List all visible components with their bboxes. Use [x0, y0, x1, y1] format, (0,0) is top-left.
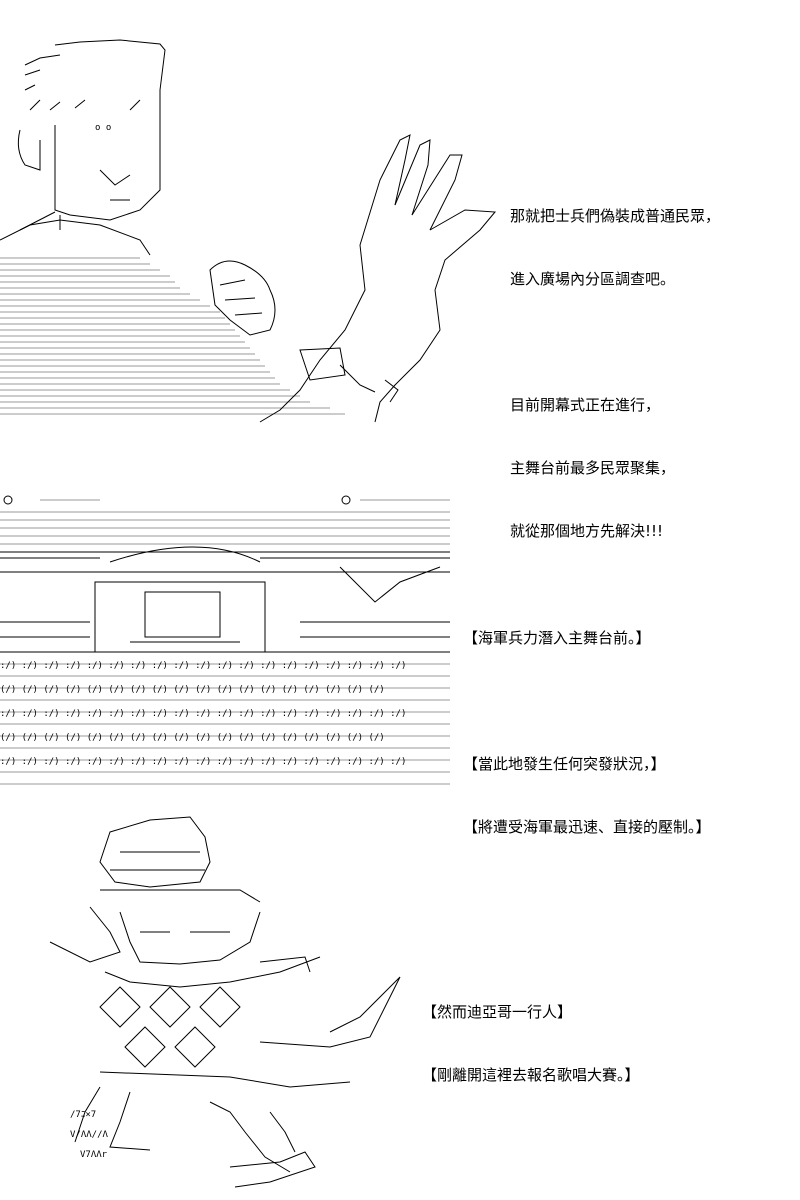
body-diamond-2: [149, 986, 191, 1028]
narration-box: 【然而迪亞哥一行人】 【剛離開這裡去報名歌唱大賽。】: [422, 960, 640, 1128]
caption-line: 進入廣場內分區調查吧。: [510, 270, 676, 288]
hand-finger-1: [359, 134, 411, 246]
svg-text:V/ΛΛ//Λ: V/ΛΛ//Λ: [70, 1130, 109, 1140]
panel-soldier-briefing: o o 那就把士兵們偽裝成普通民眾， 進入廣場內分區調查吧。 目前開幕式正在進行…: [0, 0, 800, 540]
caption-line: 【然而迪亞哥一行人】: [422, 1003, 573, 1021]
svg-text:(/) (/) (/) (/) (/) (/) (/) (/: (/) (/) (/) (/) (/) (/) (/) (/) (/) (/) …: [0, 733, 385, 743]
soldier-ascii-art: o o: [0, 39, 497, 423]
panel-main-stage: :/) :/) :/) :/) :/) :/) :/) :/) :/) :/) …: [0, 480, 800, 836]
soldier-body-hatching: [0, 257, 345, 415]
caption-line: 【剛離開這裡去報名歌唱大賽。】: [422, 1066, 640, 1084]
collar: [0, 219, 151, 256]
caption-line: 【當此地發生任何突發狀況，】: [463, 755, 666, 773]
svg-text:o o: o o: [95, 123, 111, 133]
caption-line: 【將遭受海軍最迅速、直接的壓制。】: [463, 818, 711, 836]
svg-text:V7ΛΛr: V7ΛΛr: [80, 1150, 108, 1160]
crowd-hatching: [0, 663, 450, 785]
body-diamond-1: [99, 986, 141, 1028]
svg-text:(/) (/) (/) (/) (/) (/) (/) (/: (/) (/) (/) (/) (/) (/) (/) (/) (/) (/) …: [0, 685, 385, 695]
diego-group-ascii-art: /7ﾆ×7 V/ΛΛ//Λ V7ΛΛr: [49, 816, 401, 1188]
tail-outline: [259, 976, 401, 1048]
body-diamond-5: [174, 1026, 216, 1068]
caption-gap: [463, 691, 711, 712]
fist-outline: [209, 260, 276, 336]
stage-crowd-ascii-art: :/) :/) :/) :/) :/) :/) :/) :/) :/) :/) …: [0, 495, 450, 785]
stage-screen: [144, 591, 221, 638]
cap-outline: [54, 39, 166, 91]
caption-gap: [510, 332, 720, 353]
waist-line: [99, 1071, 351, 1088]
stage-rail-hatching: [0, 499, 450, 545]
hand-finger-3: [411, 154, 463, 231]
ear-outline: [17, 129, 41, 171]
panel-diego-group: /7ﾆ×7 V/ΛΛ//Λ V7ΛΛr 【然而迪亞哥一行人】 【剛離開這裡去報名…: [0, 800, 800, 1200]
face-outline: [54, 90, 161, 221]
shoulders: [104, 956, 321, 988]
caption-line: 那就把士兵們偽裝成普通民眾，: [510, 207, 721, 225]
svg-text:/7ﾆ×7: /7ﾆ×7: [70, 1110, 96, 1120]
light-left: [3, 495, 13, 505]
hand-finger-2: [394, 139, 431, 216]
face-outline: [119, 911, 261, 965]
caption-line: 就從那個地方先解決!!!: [510, 522, 664, 540]
soldier-dialogue: 那就把士兵們偽裝成普通民眾， 進入廣場內分區調查吧。 目前開幕式正在進行， 主舞…: [510, 164, 720, 584]
truss-right: [339, 566, 441, 603]
left-arm: [49, 906, 121, 963]
forearm-outline-1: [259, 244, 366, 423]
caption-line: 主舞台前最多民眾聚集，: [510, 459, 676, 477]
svg-text::/) :/) :/) :/) :/) :/) :/) :/: :/) :/) :/) :/) :/) :/) :/) :/) :/) :/) …: [0, 757, 406, 767]
hat-outline: [99, 816, 211, 888]
hand-thumb: [429, 209, 497, 291]
caption-line: 目前開幕式正在進行，: [510, 396, 661, 414]
light-right: [341, 495, 351, 505]
left-leg: [74, 1086, 101, 1143]
stage-arch: [109, 546, 261, 563]
svg-text::/) :/) :/) :/) :/) :/) :/) :/: :/) :/) :/) :/) :/) :/) :/) :/) :/) :/) …: [0, 661, 406, 671]
body-diamond-3: [199, 986, 241, 1028]
forearm-outline-2: [374, 289, 441, 423]
svg-text::/) :/) :/) :/) :/) :/) :/) :/: :/) :/) :/) :/) :/) :/) :/) :/) :/) :/) …: [0, 709, 406, 719]
hat-brim: [100, 889, 261, 903]
foot-outline: [229, 1151, 316, 1188]
caption-line: 【海軍兵力潛入主舞台前。】: [463, 629, 651, 647]
body-diamond-4: [124, 1026, 166, 1068]
right-leg: [209, 1101, 291, 1173]
narration-box: 【海軍兵力潛入主舞台前。】 【當此地發生任何突發狀況，】 【將遭受海軍最迅速、直…: [463, 586, 711, 880]
